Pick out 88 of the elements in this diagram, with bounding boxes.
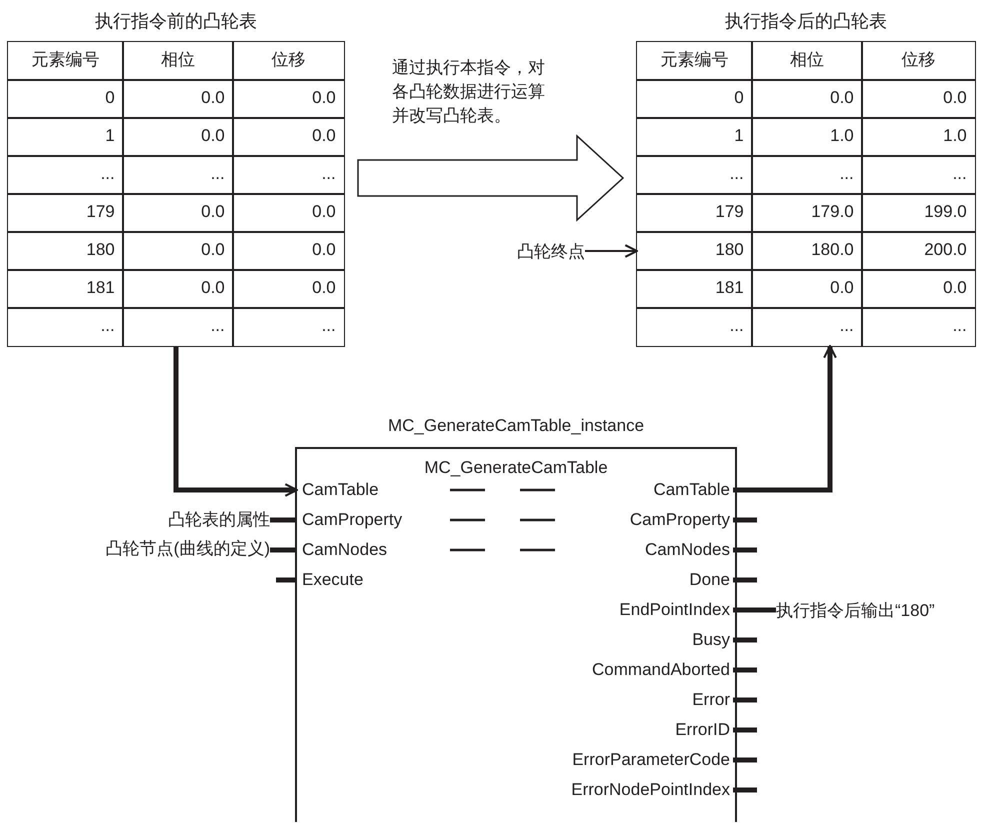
output-pin-label: CommandAborted	[552, 657, 733, 683]
block-type-name: MC_GenerateCamTable	[423, 457, 609, 479]
table-cell: 0.0	[861, 269, 976, 309]
table-cell: 0	[7, 79, 124, 119]
table-heading: 执行指令后的凸轮表	[724, 10, 888, 33]
pin-line	[733, 758, 757, 762]
table-cell: 180.0	[751, 231, 863, 271]
output-pin-label: CamTable	[552, 477, 733, 503]
arrow	[585, 244, 638, 258]
pin-line	[733, 788, 757, 792]
output-pin-label: CamNodes	[552, 537, 733, 563]
output-pin-label: Done	[552, 567, 733, 593]
table-cell: 0.0	[122, 117, 234, 157]
arrow	[733, 344, 837, 492]
table-cell: 0.0	[861, 79, 976, 119]
output-pin-label: ErrorNodePointIndex	[552, 777, 733, 803]
pin-line	[733, 518, 757, 522]
table-cell: 179.0	[751, 193, 863, 233]
input-pin-label: Execute	[297, 567, 452, 593]
arrow	[174, 346, 298, 497]
table-cell: 181	[636, 269, 753, 309]
table-cell: 0	[636, 79, 753, 119]
pin-line	[733, 698, 757, 702]
pin-line	[733, 728, 757, 732]
table-cell: 1.0	[751, 117, 863, 157]
pin-line	[733, 638, 757, 642]
output-pin-label: Error	[552, 687, 733, 713]
table-cell: 180	[636, 231, 753, 271]
instance-name: MC_GenerateCamTable_instance	[386, 415, 646, 437]
table-cell: ...	[122, 155, 234, 195]
table-cell: ...	[861, 307, 976, 347]
table-cell: 180	[7, 231, 124, 271]
annotation-text: 凸轮节点(曲线的定义)	[40, 536, 270, 562]
table-cell: 0.0	[122, 193, 234, 233]
table-cell: 200.0	[861, 231, 976, 271]
table-cell: 0.0	[232, 117, 345, 157]
table-cell: 0.0	[122, 79, 234, 119]
column-header: 元素编号	[636, 41, 753, 81]
column-header: 元素编号	[7, 41, 124, 81]
annotation-text: 凸轮终点	[470, 239, 585, 265]
table-cell: 0.0	[232, 269, 345, 309]
table-cell: ...	[751, 307, 863, 347]
output-pin-label: EndPointIndex	[552, 597, 733, 623]
table-cell: 0.0	[232, 193, 345, 233]
table-cell: 0.0	[122, 231, 234, 271]
pin-line	[733, 548, 757, 552]
input-pin-label: CamTable	[297, 477, 452, 503]
output-pin-label: ErrorID	[552, 717, 733, 743]
output-pin-label: ErrorParameterCode	[552, 747, 733, 773]
pin-line	[733, 578, 757, 582]
table-cell: ...	[232, 155, 345, 195]
pin-line	[270, 518, 297, 522]
table-cell: ...	[122, 307, 234, 347]
table-cell: ...	[636, 307, 753, 347]
table-cell: 1	[636, 117, 753, 157]
pin-line	[276, 578, 297, 582]
column-header: 位移	[232, 41, 345, 81]
table-cell: 0.0	[751, 269, 863, 309]
input-pin-label: CamNodes	[297, 537, 452, 563]
table-cell: 179	[636, 193, 753, 233]
table-cell: ...	[751, 155, 863, 195]
table-cell: 1.0	[861, 117, 976, 157]
column-header: 位移	[861, 41, 976, 81]
output-pin-label: CamProperty	[552, 507, 733, 533]
table-cell: ...	[232, 307, 345, 347]
table-cell: ...	[636, 155, 753, 195]
table-cell: ...	[861, 155, 976, 195]
table-heading: 执行指令前的凸轮表	[94, 10, 258, 33]
table-cell: 179	[7, 193, 124, 233]
table-cell: 199.0	[861, 193, 976, 233]
input-pin-label: CamProperty	[297, 507, 452, 533]
table-cell: 0.0	[122, 269, 234, 309]
column-header: 相位	[122, 41, 234, 81]
annotation-text: 凸轮表的属性	[100, 507, 270, 533]
pin-line	[733, 608, 776, 612]
pin-line	[270, 548, 297, 552]
column-header: 相位	[751, 41, 863, 81]
table-cell: 181	[7, 269, 124, 309]
table-cell: ...	[7, 155, 124, 195]
table-cell: 0.0	[232, 79, 345, 119]
pin-line	[733, 668, 757, 672]
output-pin-label: Busy	[552, 627, 733, 653]
table-cell: 0.0	[751, 79, 863, 119]
table-cell: 0.0	[232, 231, 345, 271]
block-arrow	[357, 134, 624, 222]
annotation-text: 执行指令后输出“180”	[776, 602, 986, 620]
table-cell: 1	[7, 117, 124, 157]
table-cell: ...	[7, 307, 124, 347]
